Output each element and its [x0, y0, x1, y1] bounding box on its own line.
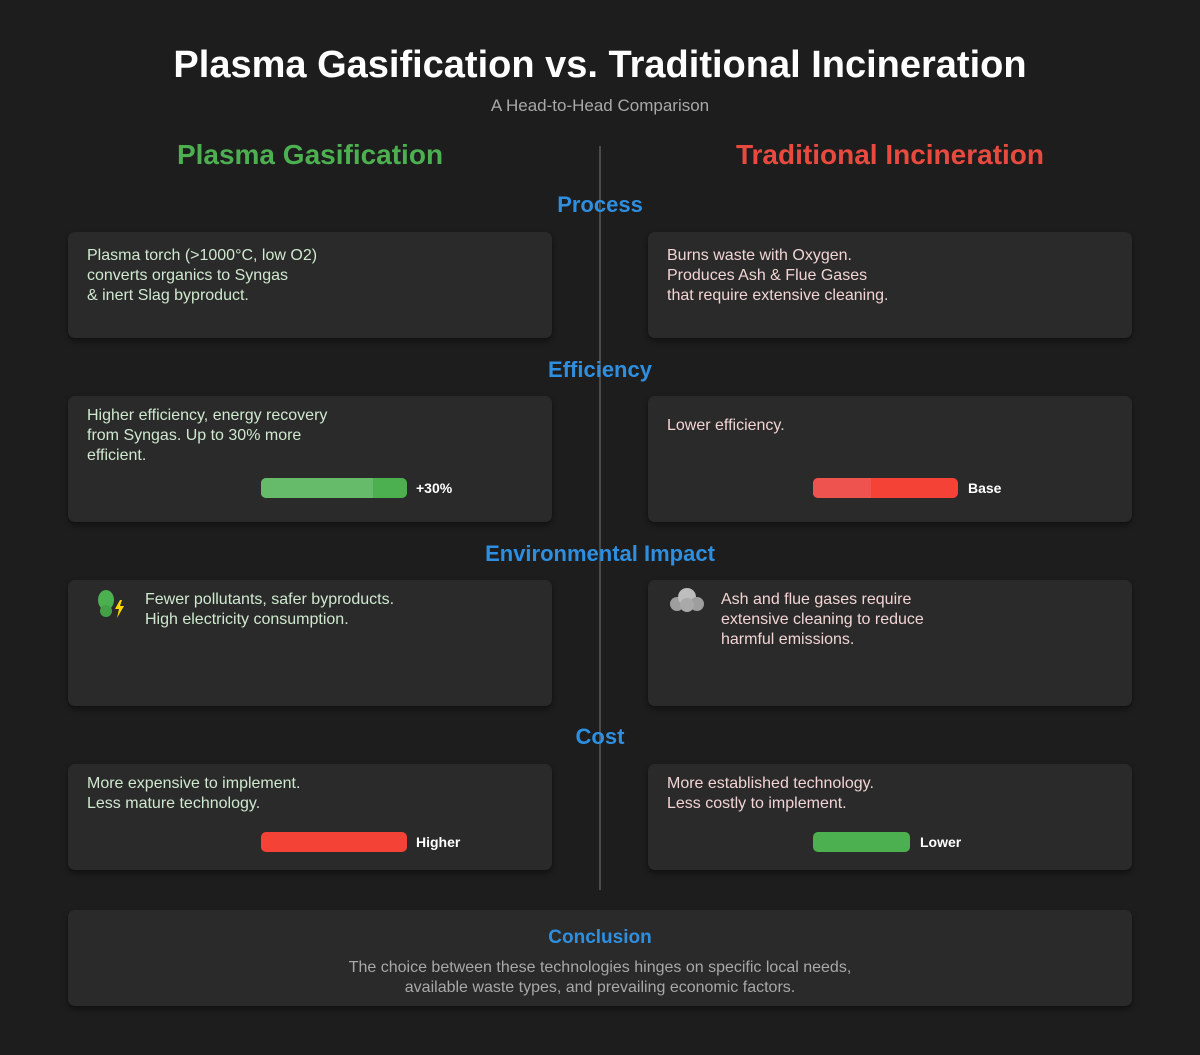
efficiency-plasma-card: Higher efficiency, energy recovery from … — [68, 396, 552, 522]
environmental-plasma-card: Fewer pollutants, safer byproducts. High… — [68, 580, 552, 706]
conclusion-text: The choice between these technologies hi… — [348, 959, 852, 996]
cost-plasma-bar-label: Higher — [416, 834, 461, 850]
efficiency-incineration-bar — [813, 478, 958, 498]
efficiency-plasma-bar-label: +30% — [416, 480, 453, 496]
plant-with-lightning-icon — [98, 590, 124, 618]
cost-section-title: Cost — [575, 724, 625, 749]
efficiency-incineration-bar-highlight — [813, 478, 871, 498]
cost-plasma-bar — [261, 832, 407, 852]
efficiency-plasma-bar — [261, 478, 407, 498]
process-incineration-text: Burns waste with Oxygen. Produces Ash & … — [667, 247, 889, 304]
environmental-plasma-text: Fewer pollutants, safer byproducts. High… — [145, 591, 395, 628]
cost-incineration-card: More established technology. Less costly… — [648, 764, 1132, 870]
center-divider — [599, 146, 601, 890]
conclusion-title: Conclusion — [548, 927, 652, 948]
environmental-section-title: Environmental Impact — [485, 541, 715, 566]
efficiency-incineration-card: Lower efficiency. Base — [648, 396, 1132, 522]
cost-plasma-text: More expensive to implement. Less mature… — [87, 775, 301, 812]
process-incineration-card: Burns waste with Oxygen. Produces Ash & … — [648, 232, 1132, 338]
plasma-column-heading: Plasma Gasification — [176, 139, 444, 170]
efficiency-incineration-bar-label: Base — [968, 480, 1002, 496]
environmental-incineration-card: Ash and flue gases require extensive cle… — [648, 580, 1132, 706]
efficiency-plasma-text: Higher efficiency, energy recovery from … — [87, 407, 328, 464]
process-plasma-card: Plasma torch (>1000°C, low O2) converts … — [68, 232, 552, 338]
efficiency-plasma-bar-highlight — [261, 478, 373, 498]
cost-incineration-bar — [813, 832, 910, 852]
cost-incineration-text: More established technology. Less costly… — [667, 775, 874, 812]
smoke-cloud-icon — [670, 588, 704, 612]
efficiency-section-title: Efficiency — [548, 357, 652, 382]
incineration-column-heading: Traditional Incineration — [735, 139, 1045, 170]
cost-plasma-card: More expensive to implement. Less mature… — [68, 764, 552, 870]
efficiency-incineration-text: Lower efficiency. — [667, 417, 785, 434]
environmental-incineration-text: Ash and flue gases require extensive cle… — [721, 591, 924, 648]
cost-incineration-bar-label: Lower — [920, 834, 962, 850]
page-title: Plasma Gasification vs. Traditional Inci… — [173, 44, 1027, 86]
process-plasma-text: Plasma torch (>1000°C, low O2) converts … — [87, 247, 318, 304]
conclusion-card: Conclusion The choice between these tech… — [68, 910, 1132, 1006]
page-subtitle: A Head-to-Head Comparison — [490, 96, 710, 115]
process-section-title: Process — [557, 192, 643, 217]
